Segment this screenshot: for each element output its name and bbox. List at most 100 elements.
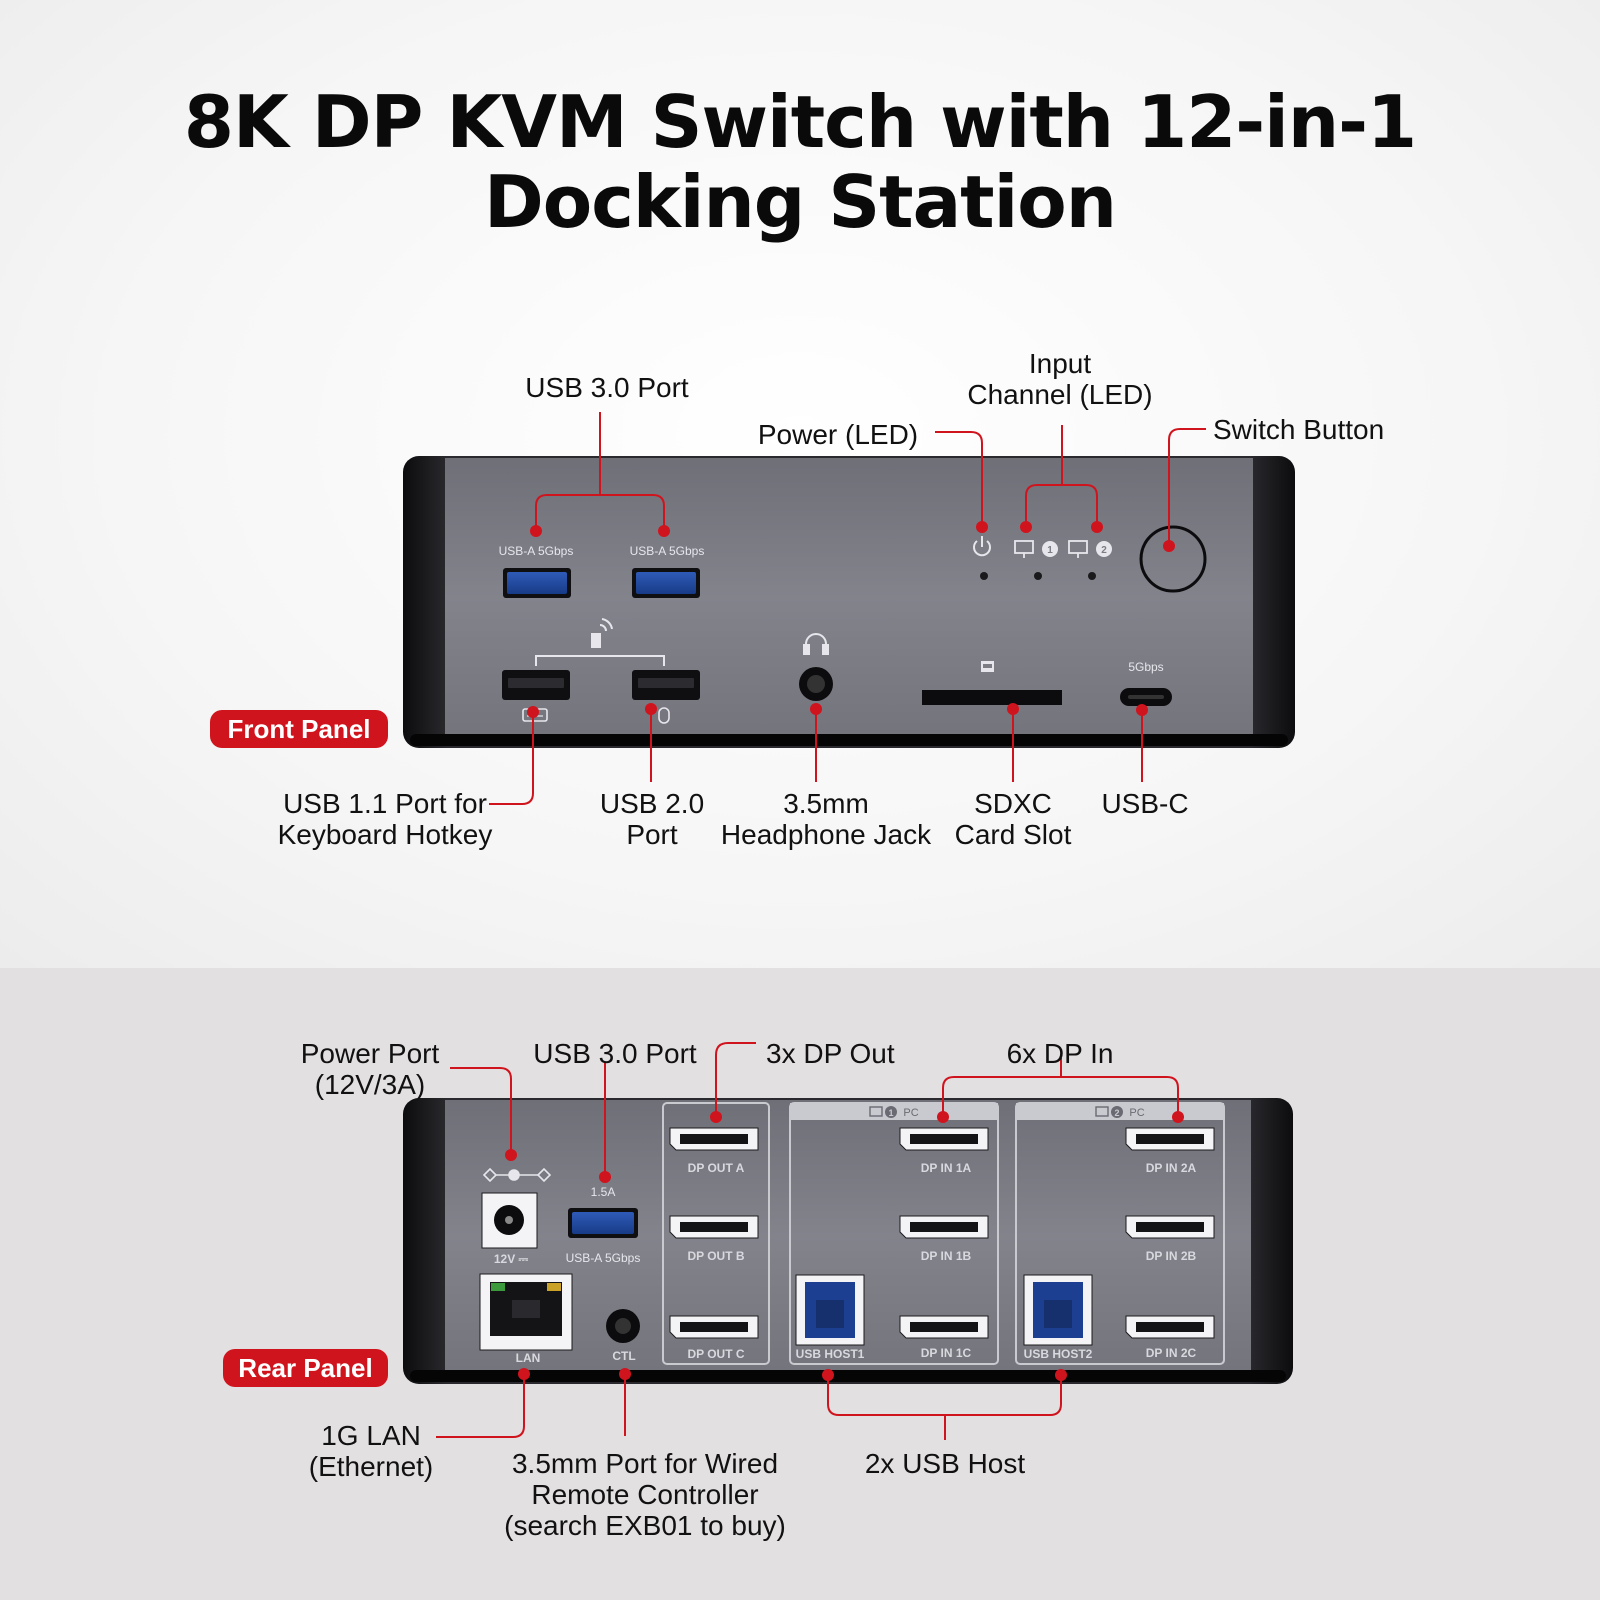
- label-usb11-line2: Keyboard Hotkey: [277, 819, 493, 850]
- label-headphone-line1: 3.5mm: [783, 788, 869, 819]
- front-panel-badge: Front Panel: [210, 710, 388, 748]
- headphone-jack-inner: [807, 675, 825, 693]
- usb11-tongue: [508, 678, 564, 688]
- channel-2-led: [1088, 572, 1096, 580]
- label-power-port: Power Port (12V/3A): [280, 1038, 460, 1100]
- monitor-2-icon: 2: [1068, 540, 1112, 558]
- dp-in-2a-text: DP IN 2A: [1146, 1161, 1197, 1175]
- dp-out-b-port[interactable]: [669, 1215, 759, 1239]
- pc1-monitor-icon: 1 PC: [869, 1106, 919, 1119]
- pc1-label: PC: [903, 1107, 918, 1119]
- label-sdxc-line2: Card Slot: [954, 819, 1072, 850]
- lan-led-green: [491, 1283, 505, 1291]
- usb-host-1-port[interactable]: [795, 1274, 865, 1346]
- dp-in-1c-text: DP IN 1C: [921, 1346, 972, 1360]
- headphone-icon: [803, 633, 829, 655]
- usb-group-bracket: [535, 655, 665, 666]
- label-power-led: Power (LED): [757, 419, 919, 450]
- label-usbc: USB-C: [1101, 788, 1189, 819]
- usba-left-tongue: [507, 572, 567, 594]
- dp-in-2b-port[interactable]: [1125, 1215, 1215, 1239]
- label-dp-out: 3x DP Out: [766, 1038, 895, 1069]
- svg-text:2: 2: [1101, 545, 1107, 556]
- label-usb11-keyboard: USB 1.1 Port for Keyboard Hotkey: [255, 788, 515, 850]
- label-switch-button: Switch Button: [1213, 414, 1385, 445]
- usb20-tongue: [638, 678, 694, 688]
- label-lan: 1G LAN (Ethernet): [296, 1420, 446, 1482]
- label-power-port-line1: Power Port: [300, 1038, 440, 1069]
- dp-out-c-port[interactable]: [669, 1315, 759, 1339]
- pc2-monitor-icon: 2 PC: [1095, 1106, 1145, 1119]
- front-device: USB-A 5Gbps USB-A 5Gbps: [403, 456, 1295, 748]
- dp-in-1a-port[interactable]: [899, 1127, 989, 1151]
- dp-out-c-text: DP OUT C: [687, 1347, 744, 1361]
- usba-left-text: USB-A 5Gbps: [499, 544, 574, 558]
- rear-panel-badge: Rear Panel: [223, 1349, 388, 1387]
- power-led: [980, 572, 988, 580]
- label-input-channel-line2: Channel (LED): [967, 379, 1153, 410]
- usba-right-text: USB-A 5Gbps: [630, 544, 705, 558]
- monitor-1-icon: 1: [1014, 540, 1058, 558]
- label-sdxc-line1: SDXC: [974, 788, 1052, 819]
- front-callout-dots: [527, 521, 1175, 718]
- front-callout-lines: [489, 412, 1206, 805]
- usb-host-2-text: USB HOST2: [1024, 1347, 1093, 1361]
- label-usb-host: 2x USB Host: [864, 1448, 1026, 1479]
- lan-latch: [512, 1300, 540, 1318]
- usb-host-1-text: USB HOST1: [796, 1347, 865, 1361]
- label-dp-in: 6x DP In: [1006, 1038, 1114, 1069]
- dc-polarity-icon: [482, 1167, 552, 1183]
- front-face-plate: [445, 458, 1253, 736]
- dp-in-2a-port[interactable]: [1125, 1127, 1215, 1151]
- mouse-icon: [658, 707, 670, 724]
- label-lan-line1: 1G LAN: [321, 1420, 421, 1451]
- rear-callout-lines: [436, 1042, 1179, 1440]
- page-title: 8K DP KVM Switch with 12-in-1 Docking St…: [0, 82, 1600, 242]
- channel-1-led: [1034, 572, 1042, 580]
- title-line-2: Docking Station: [483, 160, 1117, 244]
- usbc-speed-text: 5Gbps: [1128, 660, 1163, 674]
- label-usb20-line1: USB 2.0: [599, 788, 705, 819]
- dp-in-1c-port[interactable]: [899, 1315, 989, 1339]
- rear-usba-text: USB-A 5Gbps: [566, 1251, 641, 1265]
- pc1-number: 1: [888, 1108, 893, 1118]
- label-ctl-line3: (search EXB01 to buy): [504, 1510, 786, 1541]
- sdxc-card-slot[interactable]: [922, 690, 1062, 705]
- label-power-port-line2: (12V/3A): [314, 1069, 426, 1100]
- title-line-1: 8K DP KVM Switch with 12-in-1: [183, 80, 1417, 164]
- label-headphone: 3.5mm Headphone Jack: [716, 788, 936, 850]
- ctl-text: CTL: [612, 1349, 635, 1363]
- label-input-channel-line1: Input: [1028, 348, 1092, 379]
- ctl-port-inner: [615, 1318, 631, 1334]
- label-ctl-line2: Remote Controller: [531, 1479, 759, 1510]
- usb-host-2-port[interactable]: [1023, 1274, 1093, 1346]
- label-sdxc: SDXC Card Slot: [943, 788, 1083, 850]
- lan-led-amber: [547, 1283, 561, 1291]
- usba-right-tongue: [636, 572, 696, 594]
- rear-device: 12V ⎓ 1.5A USB-A 5Gbps LAN CTL 1 PC: [403, 1098, 1293, 1384]
- power-icon: [973, 536, 991, 557]
- dp-in-2c-port[interactable]: [1125, 1315, 1215, 1339]
- pc2-label: PC: [1129, 1107, 1144, 1119]
- rear-device-base: [410, 1370, 1286, 1382]
- label-usb30-rear: USB 3.0 Port: [533, 1038, 697, 1069]
- dp-in-1b-port[interactable]: [899, 1215, 989, 1239]
- label-headphone-line2: Headphone Jack: [720, 819, 932, 850]
- dp-out-a-port[interactable]: [669, 1127, 759, 1151]
- rear-callout-dots: [505, 1111, 1184, 1381]
- lan-text: LAN: [516, 1351, 541, 1365]
- volts-text: 12V ⎓: [494, 1252, 529, 1266]
- label-usb30-front: USB 3.0 Port: [525, 372, 689, 403]
- switch-button[interactable]: [1139, 525, 1207, 593]
- label-input-channel: Input Channel (LED): [960, 348, 1160, 410]
- pc2-number: 2: [1114, 1108, 1119, 1118]
- sd-card-icon: [981, 661, 994, 672]
- dp-in-1b-text: DP IN 1B: [921, 1249, 972, 1263]
- wireless-dongle-icon: [591, 618, 613, 648]
- dp-out-a-text: DP OUT A: [688, 1161, 745, 1175]
- dp-in-1a-text: DP IN 1A: [921, 1161, 972, 1175]
- rear-usba-tongue: [572, 1212, 634, 1234]
- dp-out-b-text: DP OUT B: [687, 1249, 744, 1263]
- dc-power-pin: [505, 1216, 513, 1224]
- label-usb20-line2: Port: [626, 819, 678, 850]
